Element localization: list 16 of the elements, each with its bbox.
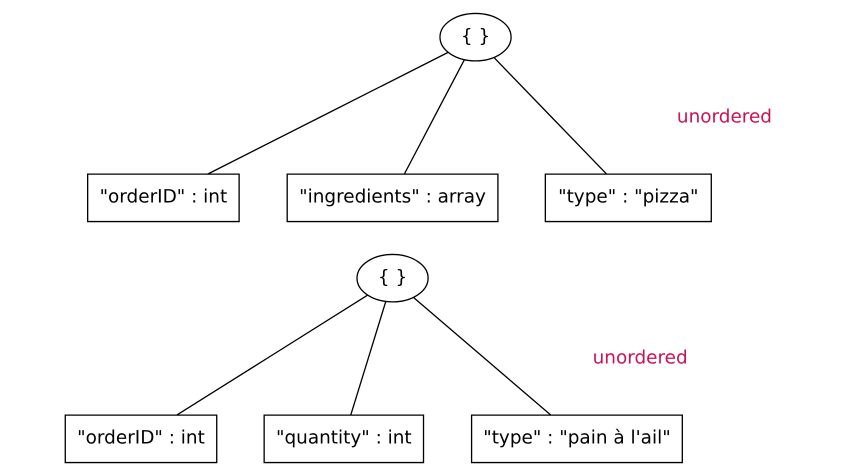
connector: [412, 297, 551, 416]
connector: [350, 301, 386, 415]
connector: [207, 52, 448, 175]
node-box: "type" : "pain à l'ail": [470, 414, 682, 464]
label: unordered: [676, 106, 772, 128]
connector: [403, 59, 464, 174]
node-ellipse: { }: [438, 12, 512, 62]
node-box: "type" : "pizza": [544, 173, 712, 222]
label: unordered: [592, 347, 688, 368]
node-box: "ingredients" : array: [286, 173, 498, 222]
node-box: "orderID" : int: [64, 414, 217, 464]
node-box: "quantity" : int: [262, 414, 424, 464]
node-box: "orderID" : int: [86, 173, 240, 222]
connector: [493, 57, 606, 174]
node-ellipse: { }: [356, 254, 428, 303]
connector: [176, 294, 368, 416]
